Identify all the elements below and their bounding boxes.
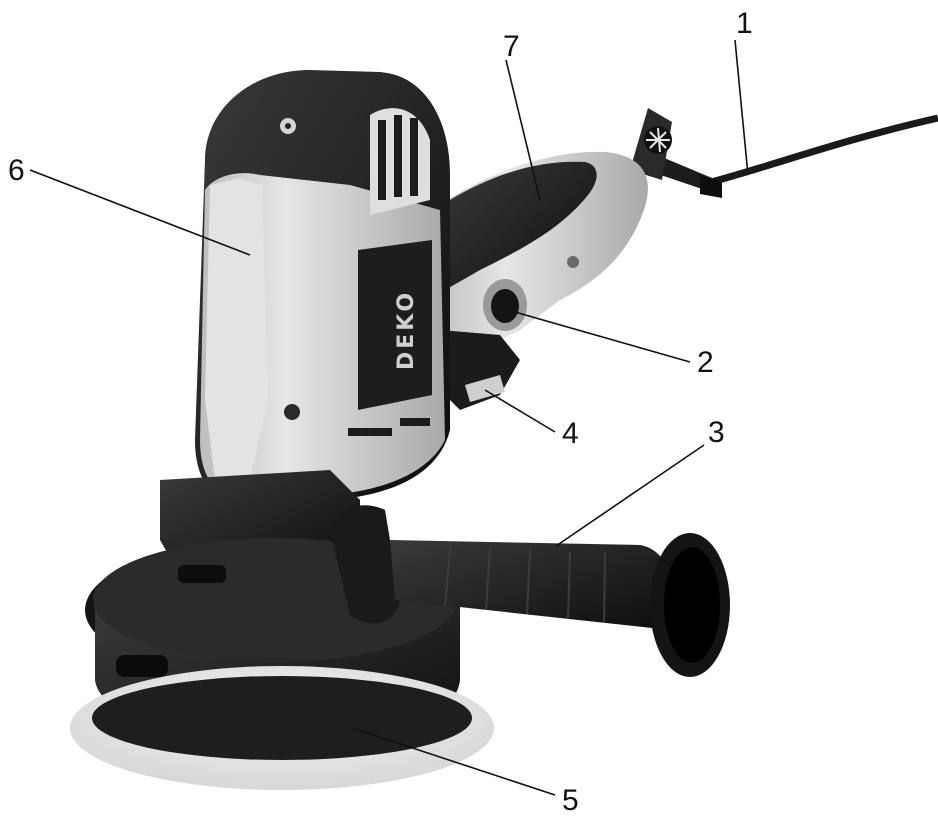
trigger-switch [440,330,520,410]
callout-2: 2 [697,346,714,379]
leader-lines [29,39,749,796]
callout-labels: 1 2 3 4 5 6 7 [8,7,753,817]
leader-line-2 [507,309,691,363]
brand-logo: DEKO [394,290,419,370]
speed-dial [483,279,527,331]
leader-line-1 [734,39,749,176]
polishing-pad [70,666,494,790]
leader-line-5 [351,727,556,796]
callout-1: 1 [736,7,753,40]
callout-5: 5 [562,784,579,817]
leader-line-4 [484,389,556,433]
leader-line-3 [555,444,705,547]
callout-7: 7 [503,30,520,63]
callout-3: 3 [708,416,725,449]
brand-plate [358,240,432,410]
leader-line-6 [29,169,251,256]
rear-handle [430,151,648,360]
motor-housing: DEKO [195,70,450,500]
hang-hook [630,108,672,180]
side-handle [330,505,730,677]
power-cord [640,114,938,198]
leader-line-7 [505,59,541,201]
callout-6: 6 [8,154,25,187]
air-vents [370,108,430,215]
callout-4: 4 [562,417,579,450]
